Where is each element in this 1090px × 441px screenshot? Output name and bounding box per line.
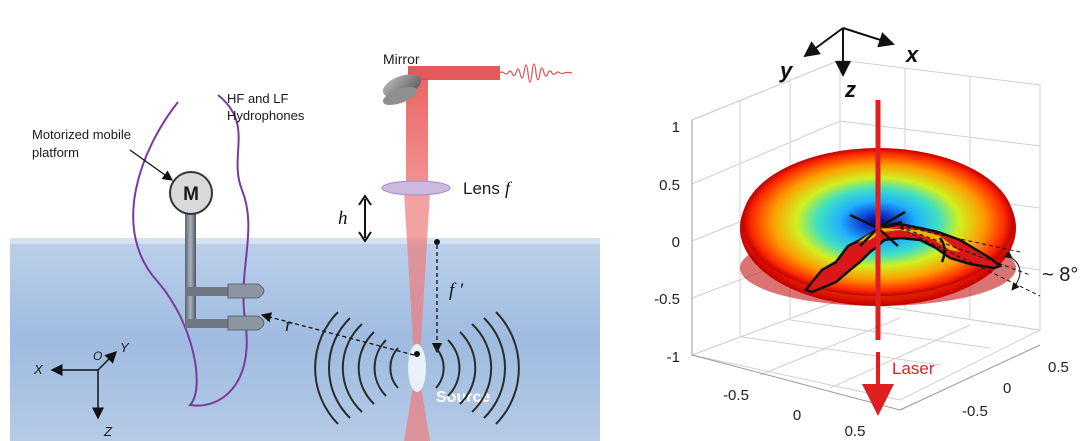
tick-vertical-1: 1 bbox=[672, 119, 680, 136]
hydrophone-wire bbox=[132, 94, 250, 407]
platform-pipe-arm-upper bbox=[185, 287, 230, 296]
tick-front-3: 0.5 bbox=[845, 423, 866, 440]
laser-beam-diverging bbox=[404, 380, 430, 441]
axis-y-label-left: Y bbox=[120, 340, 130, 355]
source-icon bbox=[408, 344, 426, 392]
hydrophone-hf-icon bbox=[227, 283, 265, 299]
grid-box-right-edge bbox=[899, 344, 1041, 411]
axis-z-label-left: Z bbox=[103, 424, 113, 439]
tick-vertical-5: -1 bbox=[667, 349, 680, 366]
tick-front-2: 0 bbox=[793, 407, 801, 424]
axis-z-label-right: z bbox=[844, 77, 856, 102]
tick-side-1: 0.5 bbox=[1048, 359, 1069, 376]
laser-pulse-wave bbox=[499, 63, 573, 83]
focal-start-dot bbox=[434, 239, 440, 245]
axis-x-label-right: x bbox=[905, 42, 919, 67]
laser-label-right: Laser bbox=[892, 359, 935, 378]
right-panel: ~ 8° Laser x y z 1 0.5 0 -0.5 -1 -0.5 0 … bbox=[654, 27, 1078, 440]
distance-arrow bbox=[260, 312, 415, 356]
lens-focal-label: f bbox=[505, 178, 513, 198]
axis-y-label-right: y bbox=[779, 58, 794, 83]
platform-label-line1: Motorized mobile bbox=[32, 127, 131, 142]
water-tank bbox=[10, 238, 600, 441]
platform-pointer-arrow bbox=[129, 149, 174, 181]
tick-vertical-2: 0.5 bbox=[659, 177, 680, 194]
hydrophones-label-line1: HF and LF bbox=[227, 91, 288, 106]
mirror-label: Mirror bbox=[383, 51, 420, 67]
lens-icon bbox=[381, 180, 451, 196]
platform-pipe-arm-lower bbox=[185, 319, 230, 328]
acoustic-waves-right bbox=[435, 311, 520, 425]
tick-side-3: -0.5 bbox=[962, 403, 988, 420]
water-surface-edge bbox=[10, 238, 600, 244]
left-panel: Mirror Lens f h f ' Source bbox=[10, 51, 600, 441]
coordinate-axes-right bbox=[803, 27, 895, 77]
laser-beam-upper bbox=[406, 78, 428, 188]
height-label: h bbox=[338, 208, 348, 229]
laser-beam-focusing bbox=[404, 192, 430, 358]
height-arrow-head-bottom bbox=[358, 231, 372, 243]
tick-vertical-3: 0 bbox=[672, 234, 680, 251]
acoustic-waves-left bbox=[314, 311, 399, 425]
source-dot bbox=[414, 351, 420, 357]
radiation-cutaway bbox=[803, 222, 1003, 294]
tick-side-2: 0 bbox=[1003, 380, 1011, 397]
radiation-cutaway-inner bbox=[858, 228, 960, 252]
focal-depth-label: f ' bbox=[449, 280, 464, 301]
motor-icon bbox=[169, 171, 213, 215]
angle-arc bbox=[938, 237, 946, 263]
source-label: Source bbox=[436, 389, 490, 406]
angle-label: ~ 8° bbox=[1042, 264, 1078, 286]
height-arrow-head-top bbox=[358, 194, 372, 206]
axis-x-label-left: X bbox=[33, 362, 44, 377]
distance-label: r bbox=[285, 315, 293, 336]
axis-origin-label-left: O bbox=[93, 349, 102, 363]
angle-arrow bbox=[1004, 250, 1021, 291]
hydrophone-lf-icon bbox=[227, 315, 265, 331]
platform-pipe-vertical bbox=[185, 205, 196, 328]
hydrophones-label-line2: Hydrophones bbox=[227, 108, 305, 123]
coordinate-axes-left bbox=[50, 350, 118, 420]
mirror-shadow bbox=[382, 86, 418, 106]
platform-label-line2: platform bbox=[32, 145, 79, 160]
laser-beam-horizontal bbox=[408, 66, 500, 80]
tick-front-1: -0.5 bbox=[723, 387, 749, 404]
tick-vertical-4: -0.5 bbox=[654, 291, 680, 308]
motor-label: M bbox=[183, 184, 199, 205]
lens-label: Lens bbox=[463, 179, 500, 198]
